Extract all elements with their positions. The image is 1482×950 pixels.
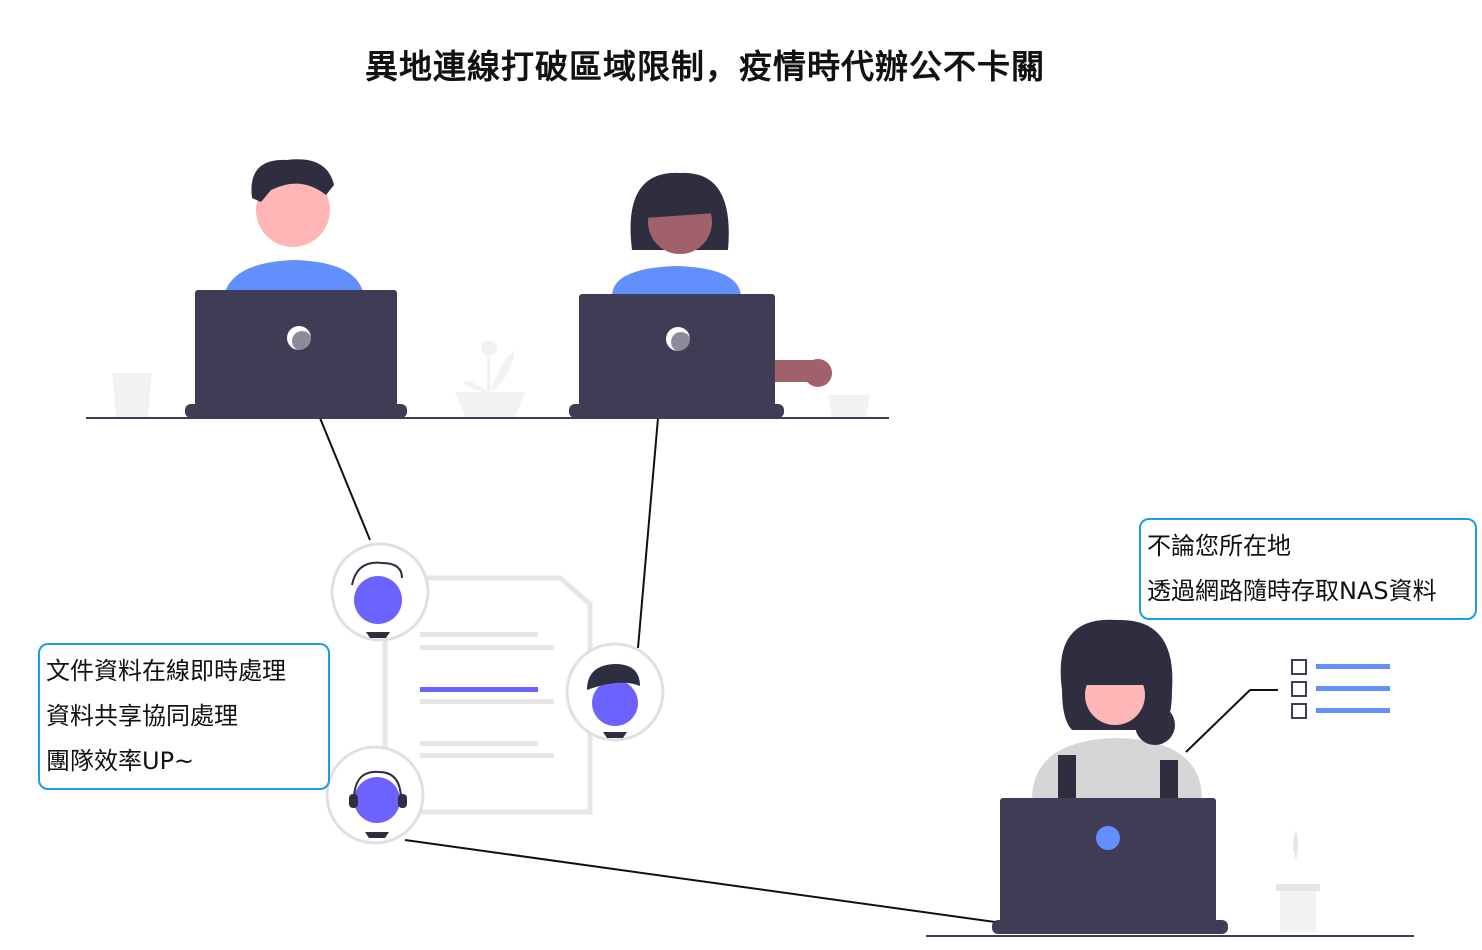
laptop-icon: [185, 290, 407, 418]
callout-line: 文件資料在線即時處理: [46, 657, 286, 685]
callout-line: 不論您所在地: [1147, 532, 1291, 560]
remote-access-callout: 不論您所在地 透過網路隨時存取NAS資料: [1139, 518, 1477, 620]
coffee-cup-icon: [1276, 830, 1320, 932]
person-woman: [612, 172, 832, 387]
avatar: [325, 745, 425, 845]
document-icon: [382, 575, 593, 815]
collaboration-callout: 文件資料在線即時處理 資料共享協同處理 團隊效率UP~: [38, 643, 330, 790]
avatar: [565, 642, 665, 742]
laptop-icon: [569, 294, 784, 418]
person-woman-remote: [1032, 619, 1202, 800]
cup-icon: [828, 395, 870, 417]
page-title: 異地連線打破區域限制，疫情時代辦公不卡關: [365, 47, 1045, 86]
connection-lines: [319, 417, 1278, 923]
callout-line: 透過網路隨時存取NAS資料: [1147, 577, 1437, 605]
person-man: [225, 159, 363, 292]
callout-line: 團隊效率UP~: [46, 747, 195, 775]
plant-icon: [455, 340, 525, 417]
checklist-icon: [1291, 659, 1390, 719]
callout-line: 資料共享協同處理: [46, 702, 238, 730]
avatar: [330, 542, 430, 642]
cup-icon: [112, 373, 152, 417]
laptop-icon: [992, 798, 1228, 934]
